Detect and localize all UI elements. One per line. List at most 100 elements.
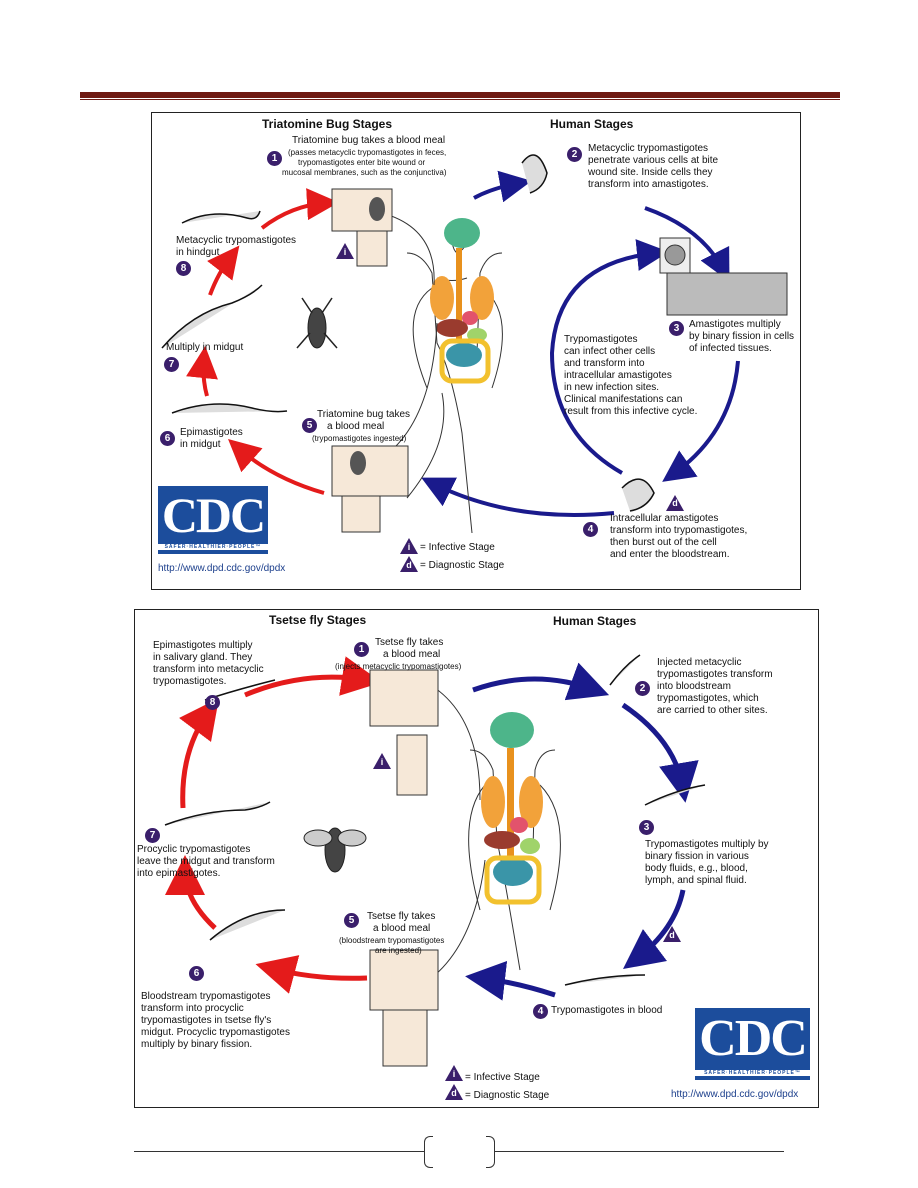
stage-number-3: 3 (639, 820, 654, 835)
bite-box-1 (369, 669, 439, 727)
stage-number-1: 1 (354, 642, 369, 657)
cdc-url[interactable]: http://www.dpd.cdc.gov/dpdx (158, 563, 286, 574)
intestines-small (446, 343, 482, 367)
stage-6-line-1: Bloodstream trypomastigotes (141, 991, 271, 1002)
arrow-5-to-6 (228, 439, 325, 495)
stage-2-line-3: into bloodstream (657, 681, 731, 692)
diagnostic-stage-icon (663, 926, 681, 942)
stage-6-line-2: in midgut (180, 439, 221, 450)
cdc-logo-text: CDC (699, 1010, 808, 1067)
triatomine-bug-illustration (296, 297, 338, 349)
brain (444, 218, 480, 248)
arrow-5-to-6 (255, 955, 368, 994)
tsetse-life-cycle-diagram: Tsetse fly Stages Human Stages 1 Tsetse … (134, 609, 819, 1108)
stage-2-line-2: trypomastigotes transform (657, 669, 773, 680)
cdc-tagline: SAFER·HEALTHIER·PEOPLE™ (158, 544, 268, 550)
stage-8-line-3: transform into metacyclic (153, 664, 264, 675)
bite-box-5 (369, 949, 439, 1011)
left-heading: Triatomine Bug Stages (262, 117, 393, 131)
triatomine-bug-feeding (369, 197, 385, 221)
arrow-4-to-5 (421, 477, 615, 517)
legend-infective-label: = Infective Stage (420, 542, 495, 553)
stage-2-line-5: are carried to other sites. (657, 705, 768, 716)
inner-cycle-line-4: intracellular amastigotes (564, 370, 672, 381)
header-rule-thin (80, 99, 840, 100)
left-heading: Tsetse fly Stages (269, 613, 367, 627)
parasite-shapes (164, 654, 706, 986)
footer-rule-left (134, 1151, 424, 1152)
arrow-1-to-2 (472, 662, 610, 701)
intestines-large (484, 855, 542, 905)
stage-number-6: 6 (160, 431, 175, 446)
arrow-7-to-8 (207, 245, 240, 296)
legend-infective-icon (445, 1065, 463, 1081)
stage-6-line-4: midgut. Procyclic trypomastigotes (141, 1027, 290, 1038)
stage-4-line-1: Intracellular amastigotes (610, 513, 719, 524)
heart (462, 311, 478, 325)
diagnostic-icon-letter: d (669, 930, 675, 940)
stage-5-line-2: a blood meal (373, 923, 431, 934)
arrow-8-to-1 (244, 656, 382, 698)
stage-number-5: 5 (302, 418, 317, 433)
arrow-inner-cycle (549, 239, 669, 475)
stage-number-5: 5 (344, 913, 359, 928)
lung-right (519, 776, 543, 828)
tsetse-diagram-art (164, 654, 706, 1067)
cdc-logo: CDC SAFER·HEALTHIER·PEOPLE™ (695, 1008, 810, 1080)
stage-2-line-2: penetrate various cells at bite (588, 155, 719, 166)
stage-number-8: 8 (205, 695, 220, 710)
intestines-small (493, 858, 533, 886)
bite-box-1-inset (396, 734, 428, 796)
inner-cycle-line-2: can infect other cells (564, 346, 656, 357)
stage-4-line-1: Trypomastigotes in blood (551, 1005, 663, 1016)
stage-5-line-1: Triatomine bug takes (317, 409, 411, 420)
stage-1-title: Triatomine bug takes a blood meal (292, 135, 446, 146)
right-heading: Human Stages (553, 614, 637, 628)
tsetse-fly-illustration (303, 827, 367, 873)
spine (456, 248, 462, 343)
stage-number-7: 7 (145, 828, 160, 843)
liver (484, 831, 520, 849)
stage-number-2: 2 (635, 681, 650, 696)
stage-1-sub-2: trypomastigotes enter bite wound or (298, 158, 426, 167)
stage-6-line-1: Epimastigotes (180, 427, 243, 438)
arrow-7-to-8 (179, 697, 219, 809)
bite-box-5-inset (382, 1009, 428, 1067)
legend-diagnostic-icon (400, 556, 418, 572)
infective-stage-icon (373, 753, 391, 769)
inner-cycle-line-6: Clinical manifestations can (564, 394, 683, 405)
stage-6-line-5: multiply by binary fission. (141, 1039, 253, 1050)
lung-left (481, 776, 505, 828)
stage-8-line-1: Metacyclic trypomastigotes (176, 235, 297, 246)
stage-number-4: 4 (533, 1004, 548, 1019)
arrow-6-to-7 (165, 855, 217, 930)
header-rule (80, 92, 840, 98)
stage-6-line-2: transform into procyclic (141, 1003, 244, 1014)
stage-5-line-1: Tsetse fly takes (367, 911, 436, 922)
stage-7-line-1: Multiply in midgut (166, 342, 244, 353)
chagas-diagram-art (161, 154, 788, 534)
stage-7-line-2: leave the midgut and transform (137, 856, 275, 867)
stage-5-sub-2: are ingested) (375, 946, 422, 955)
stage-8-line-2: in hindgut (176, 247, 220, 258)
infective-icon-letter: i (343, 247, 347, 257)
stage-1-sub: (injects metacyclic trypomastigotes) (335, 662, 462, 671)
stage-8-line-4: trypomastigotes. (153, 676, 227, 687)
right-heading: Human Stages (550, 117, 634, 131)
liver (436, 319, 468, 337)
stage-2-line-1: Metacyclic trypomastigotes (588, 143, 709, 154)
stage-number-3: 3 (669, 321, 684, 336)
triatomine-bug-ingesting (350, 451, 366, 475)
stage-4-line-3: then burst out of the cell (610, 537, 717, 548)
stage-6-line-3: trypomastigotes in tsetse fly's (141, 1015, 272, 1026)
stage-1-sub-3: mucosal membranes, such as the conjuncti… (282, 168, 447, 177)
stage-2-line-1: Injected metacyclic (657, 657, 742, 668)
arrow-2-to-3 (621, 702, 699, 803)
arrow-2-to-3 (644, 206, 730, 282)
lung-right (470, 276, 494, 320)
stage-1-line-1: Tsetse fly takes (375, 637, 444, 648)
legend-infective-letter: i (407, 542, 411, 552)
arrow-3-to-4 (623, 889, 686, 970)
cdc-url[interactable]: http://www.dpd.cdc.gov/dpdx (671, 1089, 799, 1100)
stage-7-line-1: Procyclic trypomastigotes (137, 844, 251, 855)
